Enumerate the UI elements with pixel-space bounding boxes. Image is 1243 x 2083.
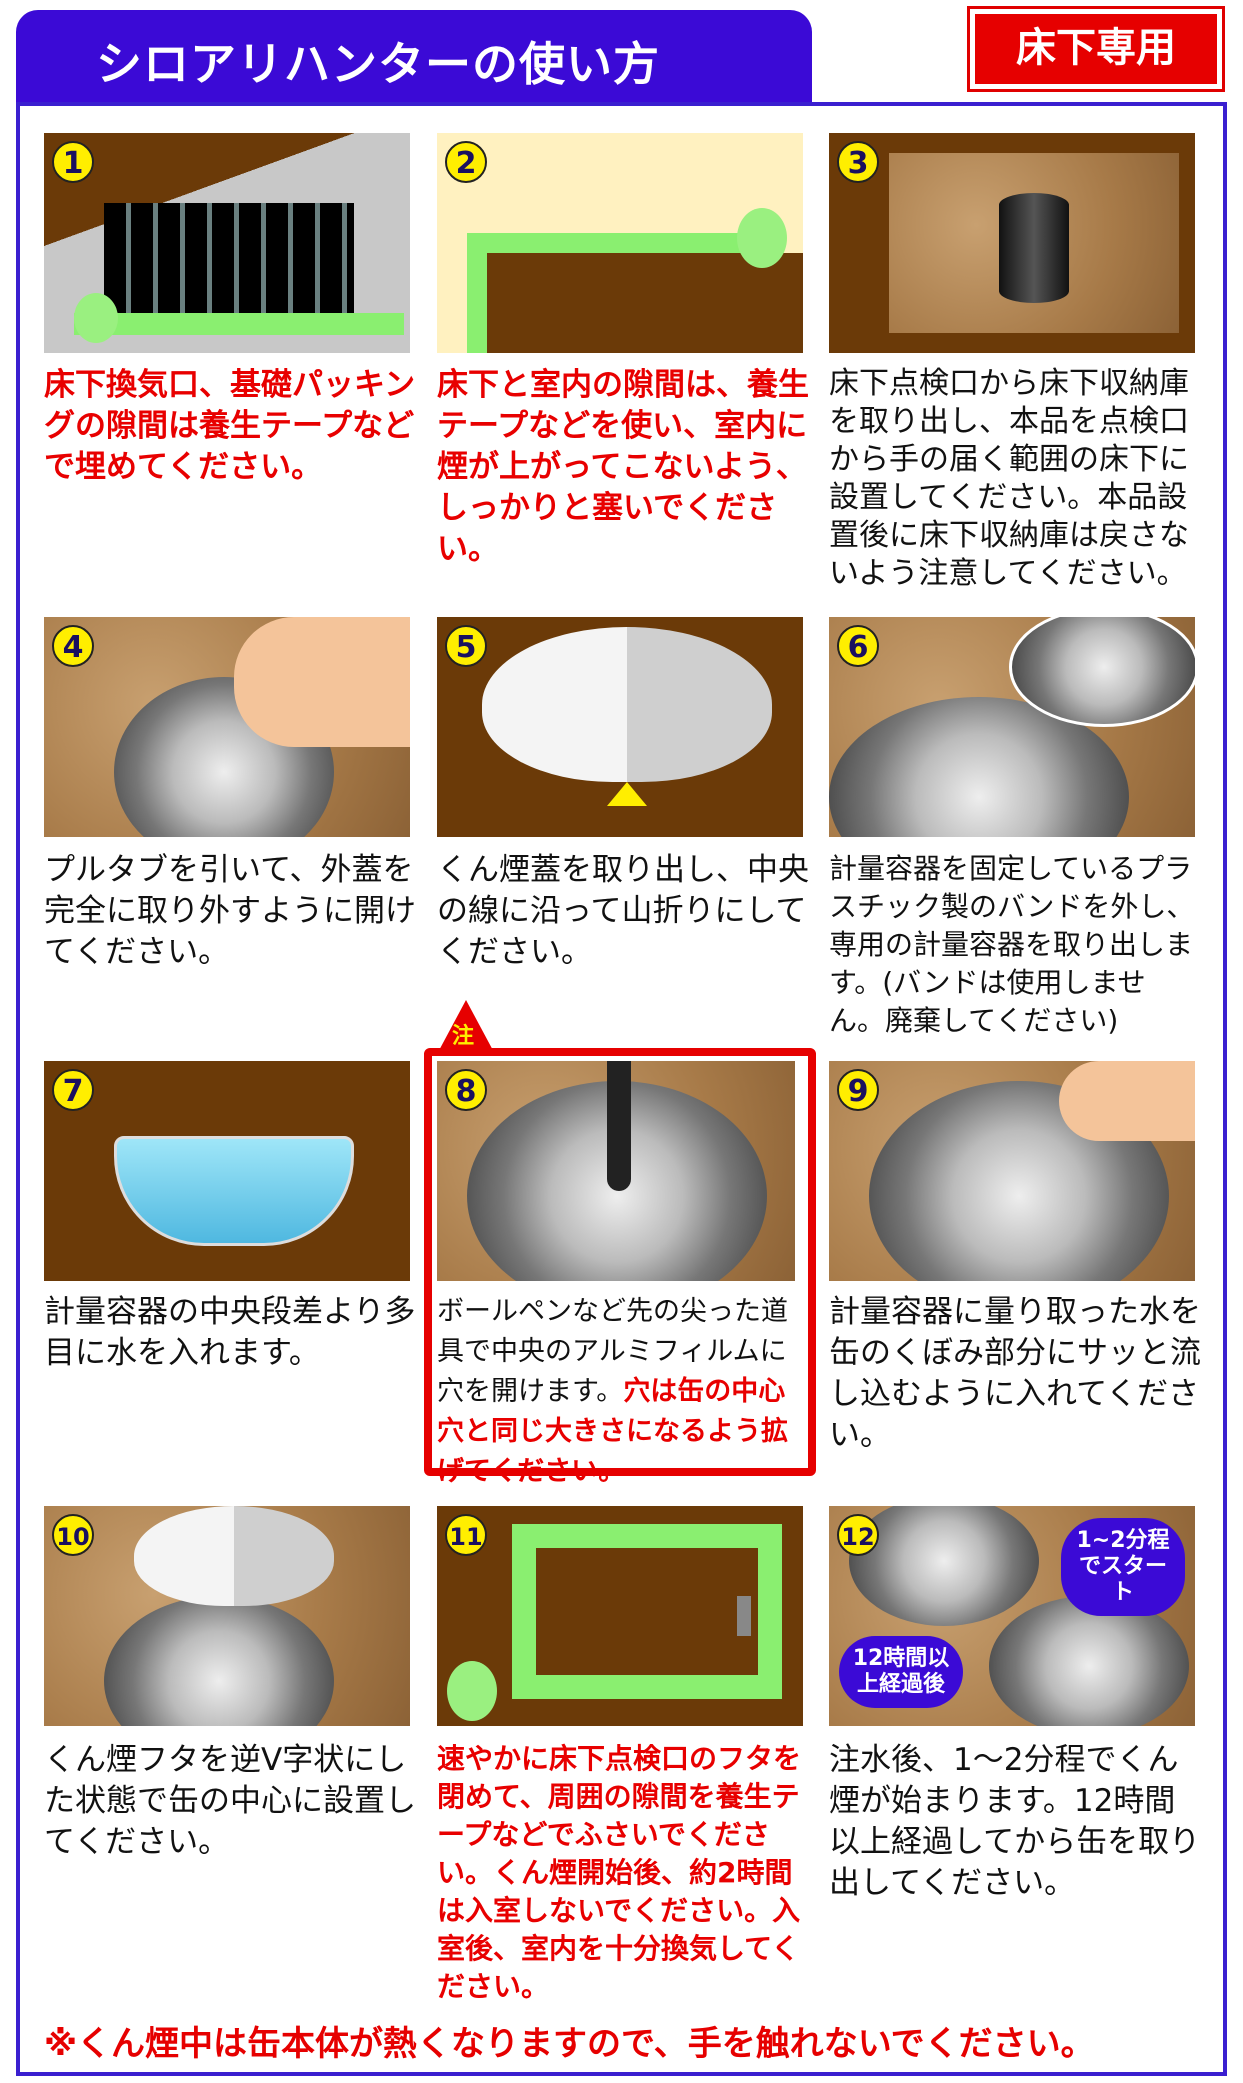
- tape-border: [512, 1524, 782, 1699]
- hand-icon: [234, 617, 410, 747]
- handle: [737, 1596, 751, 1636]
- step-number: 10: [52, 1514, 94, 1556]
- step-number: 8: [445, 1069, 487, 1111]
- step-number: 5: [445, 625, 487, 667]
- step-9-text: 計量容器に量り取った水を缶のくぼみ部分にサッと流し込むように入れてください。: [829, 1294, 1201, 1453]
- step-4-image: 4: [44, 617, 410, 837]
- heat-warning-note: ※くん煙中は缶本体が熱くなりますので、手を触れないでください。: [44, 2024, 1095, 2064]
- step-5-image: 5: [437, 617, 803, 837]
- can-icon: [999, 193, 1069, 303]
- step-8-image: 8: [437, 1061, 795, 1281]
- content-frame: [16, 102, 1227, 2076]
- step-1-image: 1: [44, 133, 410, 353]
- pen-icon: [607, 1061, 631, 1191]
- step-number: 3: [837, 141, 879, 183]
- step-10-image: 10: [44, 1506, 410, 1726]
- step-number: 1: [52, 141, 94, 183]
- step-4-text: プルタブを引いて、外蓋を完全に取り外すように開けてください。: [44, 852, 416, 970]
- underfloor-only-badge: 床下専用: [967, 6, 1225, 92]
- smoke-lid-icon: [134, 1506, 334, 1606]
- tape-strip: [74, 313, 404, 335]
- step-8-text: ボールペンなど先の尖った道具で中央のアルミフィルムに穴を開けます。穴は缶の中心穴…: [437, 1292, 797, 1492]
- step-1-text: 床下換気口、基礎パッキングの隙間は養生テープなどで埋めてください。: [44, 367, 416, 485]
- can-top-icon: [104, 1596, 334, 1726]
- step-5-text: くん煙蓋を取り出し、中央の線に沿って山折りにしてください。: [437, 852, 809, 970]
- vent-grille: [104, 203, 354, 318]
- step-9-image: 9: [829, 1061, 1195, 1281]
- step-8-caution-box: [424, 1048, 816, 1476]
- step-12-image: 12 1~2分程でスタート 12時間以上経過後: [829, 1506, 1195, 1726]
- step-11-text: 速やかに床下点検口のフタを閉めて、周囲の隙間を養生テープなどでふさいでください。…: [437, 1742, 802, 2003]
- can-top-icon: [849, 1506, 1039, 1626]
- step-number: 6: [837, 625, 879, 667]
- start-bubble: 1~2分程でスタート: [1061, 1518, 1185, 1616]
- step-number: 11: [445, 1514, 487, 1556]
- step-3-image: 3: [829, 133, 1195, 353]
- tape-roll-icon: [737, 208, 787, 268]
- step-3-text: 床下点検口から床下収納庫を取り出し、本品を点検口から手の届く範囲の床下に設置して…: [829, 366, 1189, 591]
- smoke-lid-icon: [482, 627, 772, 782]
- hand-icon: [1059, 1061, 1195, 1141]
- floor: [487, 253, 803, 353]
- step-10-text: くん煙フタを逆V字状にした状態で缶の中心に設置してください。: [44, 1742, 416, 1860]
- header-tab: シロアリハンターの使い方: [16, 10, 812, 106]
- step-number: 7: [52, 1069, 94, 1111]
- elapsed-bubble: 12時間以上経過後: [839, 1636, 963, 1708]
- step-number: 4: [52, 625, 94, 667]
- step-12-text: 注水後、1～2分程でくん煙が始まります。12時間以上経過してから缶を取り出してく…: [829, 1742, 1201, 1901]
- step-number: 9: [837, 1069, 879, 1111]
- step-8-text-normal: ボールペンなど先の尖った道具で中央のアルミフィルムに穴を開けます。: [437, 1296, 788, 1407]
- tape-roll-icon: [74, 293, 118, 343]
- step-8-text-warning: 穴は缶の中心穴と同じ大きさになるよう拡げてください。: [437, 1376, 788, 1487]
- tape-strip: [467, 233, 487, 353]
- page-title: シロアリハンターの使い方: [96, 37, 660, 91]
- caution-label: 注: [452, 1024, 475, 1049]
- step-number: 2: [445, 141, 487, 183]
- measuring-cup-icon: [114, 1136, 354, 1246]
- inset-image: [1009, 617, 1195, 727]
- step-2-text: 床下と室内の隙間は、養生テープなどを使い、室内に煙が上がってこないよう、しっかり…: [437, 367, 809, 567]
- step-11-image: 11: [437, 1506, 803, 1726]
- step-6-text: 計量容器を固定しているプラスチック製のバンドを外し、専用の計量容器を取り出します…: [829, 852, 1195, 1037]
- tape-roll-icon: [447, 1661, 497, 1721]
- tape-strip: [467, 233, 767, 253]
- step-7-text: 計量容器の中央段差より多目に水を入れます。: [44, 1294, 416, 1371]
- step-6-image: 6: [829, 617, 1195, 837]
- can-top-icon: [989, 1596, 1189, 1726]
- caution-icon: 注: [436, 1000, 496, 1056]
- step-number: 12: [837, 1514, 879, 1556]
- step-2-image: 2: [437, 133, 803, 353]
- arrow-up-icon: [607, 782, 647, 806]
- step-7-image: 7: [44, 1061, 410, 1281]
